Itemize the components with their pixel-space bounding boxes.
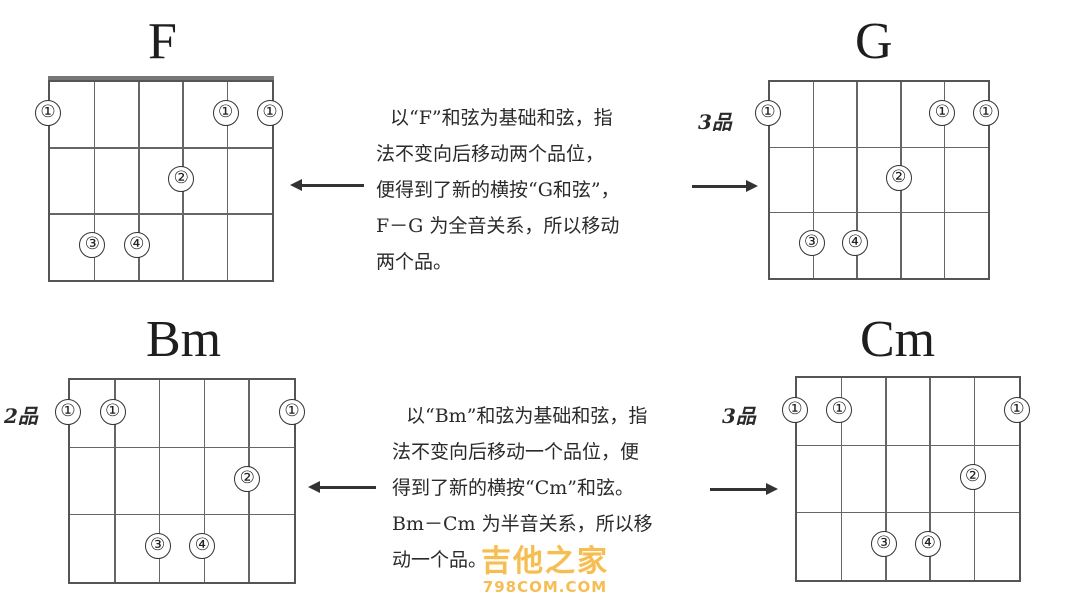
arrow-right-top	[692, 180, 758, 192]
description-bottom-line: 得到了新的横按“Cm”和弦。	[392, 477, 634, 499]
chord-cm-name: Cm	[860, 311, 936, 368]
finger-marker: ①	[1004, 396, 1030, 423]
finger-marker: ③	[79, 232, 106, 258]
string-line	[93, 82, 96, 280]
string-line	[138, 82, 140, 280]
finger-marker: ④	[915, 531, 942, 558]
arrow-right-bottom	[710, 483, 778, 495]
finger-marker: ①	[35, 100, 61, 126]
string-line	[840, 378, 843, 580]
description-top-line: 法不变向后移动两个品位，	[376, 143, 605, 165]
description-top-line: 便得到了新的横按“G和弦”，	[376, 179, 620, 201]
chord-cm-fret-label: 3品	[722, 404, 756, 428]
finger-marker: ②	[885, 165, 912, 191]
description-bottom: 以“Bm”和弦为基础和弦，指 法不变向后移动一个品位，便 得到了新的横按“Cm”…	[392, 398, 653, 578]
finger-marker: ①	[782, 396, 808, 423]
arrow-left-bottom	[308, 481, 376, 493]
watermark-subtitle: 798COM.COM	[482, 578, 608, 596]
finger-marker: ①	[212, 100, 239, 126]
finger-marker: ①	[755, 99, 781, 126]
finger-marker: ①	[826, 396, 853, 423]
arrow-left-top	[290, 179, 364, 191]
string-line	[158, 380, 161, 582]
description-top: 以“F”和弦为基础和弦，指 法不变向后移动两个品位， 便得到了新的横按“G和弦”…	[376, 100, 620, 280]
fret-line	[770, 146, 988, 149]
finger-marker: ④	[123, 232, 150, 258]
finger-marker: ①	[973, 99, 999, 126]
description-bottom-line: Bm－Cm 为半音关系，所以移	[392, 513, 653, 535]
fret-line	[797, 444, 1019, 447]
finger-marker: ③	[798, 230, 825, 257]
string-line	[226, 82, 229, 280]
string-line	[114, 380, 116, 582]
finger-marker: ③	[144, 533, 171, 560]
string-line	[943, 82, 946, 278]
finger-marker: ④	[842, 230, 869, 257]
string-line	[885, 378, 887, 580]
fret-line	[70, 513, 294, 516]
chord-g-fret-label: 3品	[698, 110, 732, 134]
finger-marker: ①	[55, 398, 81, 425]
chord-g-name: G	[855, 13, 893, 70]
finger-marker: ①	[99, 398, 126, 425]
finger-marker: ③	[870, 531, 897, 558]
finger-marker: ①	[279, 398, 305, 425]
description-bottom-line: 法不变向后移动一个品位，便	[392, 441, 640, 463]
description-top-line: F－G 为全音关系，所以移动	[376, 215, 620, 237]
fret-line	[770, 211, 988, 214]
fret-line	[70, 446, 294, 449]
description-bottom-line: 动一个品。	[392, 549, 488, 571]
fret-line	[797, 511, 1019, 514]
fret-line	[50, 213, 272, 215]
chord-bm-fret-label: 2品	[4, 404, 38, 428]
description-top-line: 两个品。	[376, 251, 453, 273]
description-bottom-line: 以“Bm”和弦为基础和弦，指	[406, 405, 648, 427]
fret-line	[50, 147, 272, 149]
string-line	[929, 378, 931, 580]
chord-f-name: F	[148, 13, 177, 70]
finger-marker: ②	[168, 166, 195, 192]
finger-marker: ①	[929, 99, 956, 126]
string-line	[203, 380, 206, 582]
nut	[48, 76, 274, 80]
watermark: 吉他之家 798COM.COM	[460, 536, 630, 596]
description-top-line: 以“F”和弦为基础和弦，指	[390, 107, 613, 129]
finger-marker: ①	[257, 100, 283, 126]
string-line	[812, 82, 815, 278]
finger-marker: ②	[959, 464, 986, 490]
finger-marker: ②	[234, 466, 261, 492]
chord-bm-name: Bm	[146, 311, 222, 368]
string-line	[856, 82, 858, 278]
finger-marker: ④	[189, 533, 216, 560]
watermark-title: 吉他之家	[481, 544, 609, 579]
